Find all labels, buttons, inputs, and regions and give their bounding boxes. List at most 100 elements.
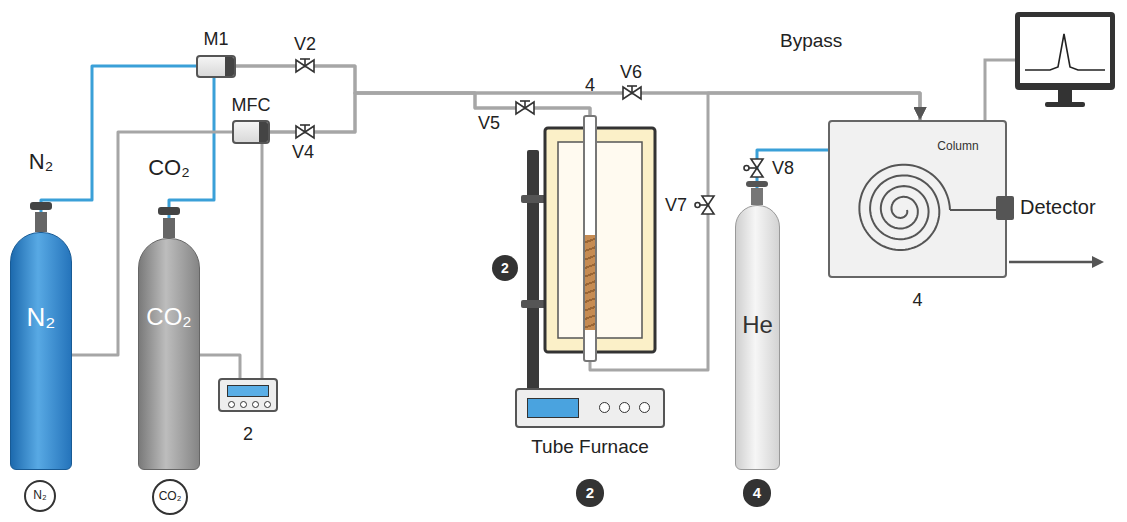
- valve-symbol: [516, 101, 534, 114]
- callout-number: 4: [753, 484, 761, 501]
- controller-button: [252, 401, 259, 408]
- furnace-label: Tube Furnace: [531, 436, 649, 458]
- stand-clamp: [521, 300, 547, 308]
- valve-symbol: [695, 196, 714, 214]
- valve-label: V7: [665, 195, 687, 216]
- callout-label: CO₂: [159, 490, 182, 504]
- co2-cylinder: CO₂CO₂: [138, 238, 200, 470]
- quartz-tube: 4: [583, 115, 597, 362]
- gas-chromatograph: Column4: [828, 120, 1007, 278]
- controller-knob: [639, 402, 650, 413]
- controller-button: [240, 401, 247, 408]
- callout-number: 2: [501, 260, 509, 276]
- gas-label: N₂: [29, 149, 53, 174]
- callout-number: 2: [243, 424, 253, 445]
- controller-label: M1: [203, 29, 228, 50]
- valve-symbol: [702, 205, 714, 214]
- valve-symbol: [632, 87, 641, 99]
- valve-handle: [627, 85, 637, 87]
- column-label: Column: [937, 140, 978, 154]
- signal-cable: [985, 60, 1015, 120]
- flow-controller: M1: [196, 55, 236, 78]
- nitrogen-cylinder: N₂N₂: [10, 232, 72, 470]
- cylinder-label: He: [742, 311, 773, 339]
- callout-label: N₂: [33, 489, 46, 503]
- callout-number: 2: [586, 484, 594, 501]
- callout-circle: 2: [576, 479, 603, 506]
- furnace-chamber: [558, 142, 642, 338]
- mass-flow-controller: MFC: [232, 120, 270, 144]
- stand-clamp: [521, 195, 547, 203]
- valve-handle: [300, 124, 310, 126]
- valve-handle: [520, 100, 530, 102]
- callout-number: 4: [912, 290, 922, 311]
- gas-controller: 2: [218, 378, 278, 412]
- valve-symbol: [525, 102, 534, 114]
- exhaust-arrow: [1092, 256, 1104, 268]
- valve-handle: [695, 203, 700, 208]
- cylinder-valve-handle: [158, 207, 180, 215]
- monitor-stand: [1058, 90, 1072, 102]
- valve-handle: [300, 58, 310, 60]
- column-coil: [859, 165, 950, 250]
- valve-label: V6: [620, 62, 642, 83]
- gas-line: [261, 144, 264, 378]
- valve-stem: [631, 86, 633, 93]
- sample-bed: [585, 235, 595, 330]
- cylinder-valve: [751, 188, 763, 205]
- monitor-frame: [1015, 12, 1115, 90]
- valve-stem: [524, 101, 526, 108]
- valve-symbol: [744, 159, 763, 177]
- valve-handle: [744, 166, 749, 171]
- controller-button: [264, 401, 271, 408]
- controller-display: [527, 398, 579, 418]
- valve-symbol: [751, 168, 763, 177]
- valve-symbol: [623, 86, 641, 99]
- column-outlet: [950, 209, 996, 211]
- line-label: Bypass: [780, 30, 842, 52]
- controller-cap: [225, 57, 234, 76]
- callout-circle: 2: [492, 255, 518, 281]
- detector-label: Detector: [1020, 196, 1096, 219]
- monitor-base: [1045, 102, 1085, 107]
- chromatogram-peak: [1025, 34, 1105, 70]
- furnace-stand: [527, 150, 539, 392]
- valve-label: V2: [294, 34, 316, 55]
- controller-knob: [599, 402, 610, 413]
- cylinder-label: N₂: [27, 303, 56, 333]
- controller-display: [227, 385, 269, 397]
- exhaust-line: [1009, 261, 1092, 264]
- callout-circle: N₂: [24, 480, 56, 512]
- cylinder-valve-handle: [746, 181, 768, 187]
- monitor-screen: [1020, 17, 1110, 83]
- controller-cap: [259, 122, 268, 142]
- valve-symbol: [305, 126, 314, 138]
- helium-cylinder: He: [735, 205, 780, 470]
- valve-symbol: [296, 59, 314, 72]
- callout-number: 4: [585, 75, 595, 96]
- valve-symbol: [305, 60, 314, 72]
- valve-stem: [700, 204, 708, 206]
- controller-button: [228, 401, 235, 408]
- valve-stem: [304, 125, 306, 132]
- cylinder-label: CO₂: [146, 303, 191, 331]
- cylinder-valve: [35, 212, 47, 232]
- gas-line: [200, 355, 240, 378]
- furnace-body: [545, 128, 655, 352]
- valve-label: V8: [772, 158, 794, 179]
- callout-circle: 4: [743, 479, 770, 506]
- controller-label: MFC: [232, 95, 271, 116]
- valve-stem: [749, 167, 757, 169]
- furnace-controller: Tube Furnace: [515, 388, 665, 428]
- valve-label: V5: [478, 113, 500, 134]
- gas-line: [270, 93, 590, 132]
- cylinder-valve: [163, 218, 175, 238]
- controller-knob: [619, 402, 630, 413]
- gas-line: [757, 150, 828, 205]
- cylinder-valve-handle: [30, 202, 52, 210]
- valve-label: V4: [292, 142, 314, 163]
- valve-symbol: [296, 125, 314, 138]
- detector: Detector: [996, 196, 1014, 220]
- valve-stem: [304, 59, 306, 66]
